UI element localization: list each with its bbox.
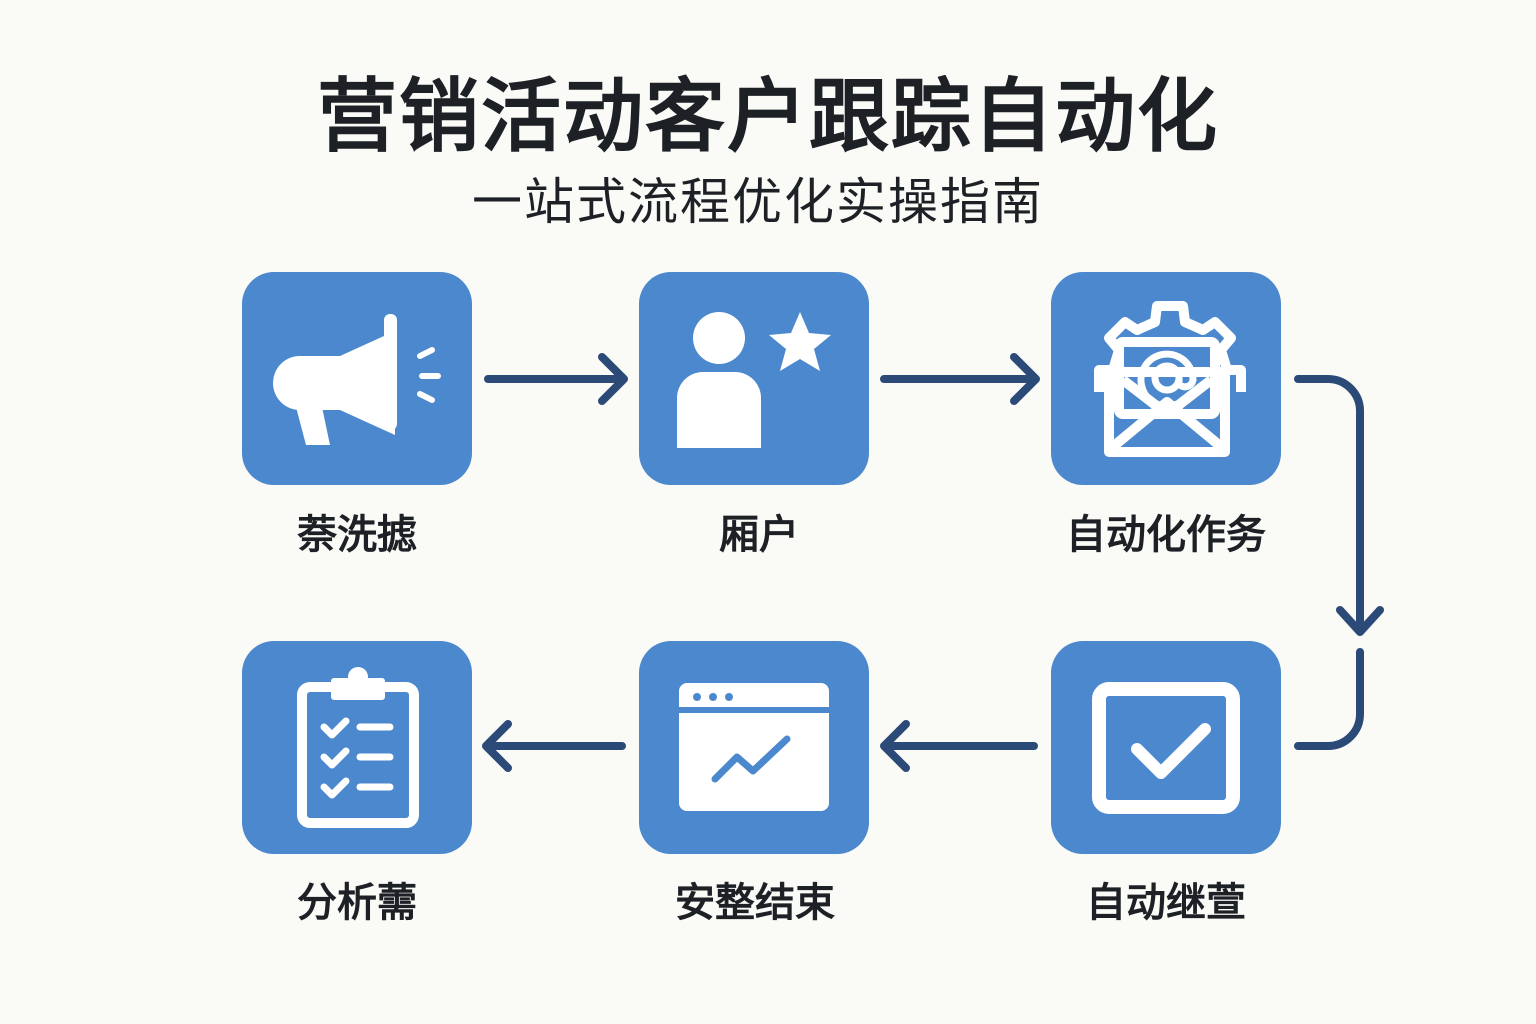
arrow-down [1294,375,1384,636]
step-tile-campaign[interactable] [242,272,472,485]
page-title: 营销活动客户跟踪自动化 [317,70,1219,163]
step-label: 自动化作务 [1066,512,1266,558]
step-tile-analysis[interactable] [242,641,472,854]
step-label: 厢户 [719,512,799,558]
email-gear-icon [1094,301,1246,457]
page-subtitle: 一站式流程优化实操指南 [472,173,1044,231]
checkbox-monitor-icon [1092,682,1240,814]
arrow-right-1 [484,353,628,405]
clipboard-checklist-icon [297,667,419,828]
arrow-return [1294,648,1364,750]
arrow-left-2 [482,720,626,772]
browser-chart-icon [679,683,829,811]
step-label: 安整结束 [675,880,835,926]
step-label: 分析薷 [297,880,417,926]
megaphone-icon [273,314,441,445]
user-star-icon [677,312,831,448]
step-label: 自动继萱 [1086,880,1246,926]
step-tile-automation[interactable] [1051,272,1281,485]
step-tile-customer[interactable] [639,272,869,485]
step-tile-auto-followup[interactable] [1051,641,1281,854]
step-tile-complete[interactable] [639,641,869,854]
arrow-right-2 [880,353,1040,405]
step-label: 萘洗摅 [297,512,417,558]
arrow-left-1 [880,720,1038,772]
